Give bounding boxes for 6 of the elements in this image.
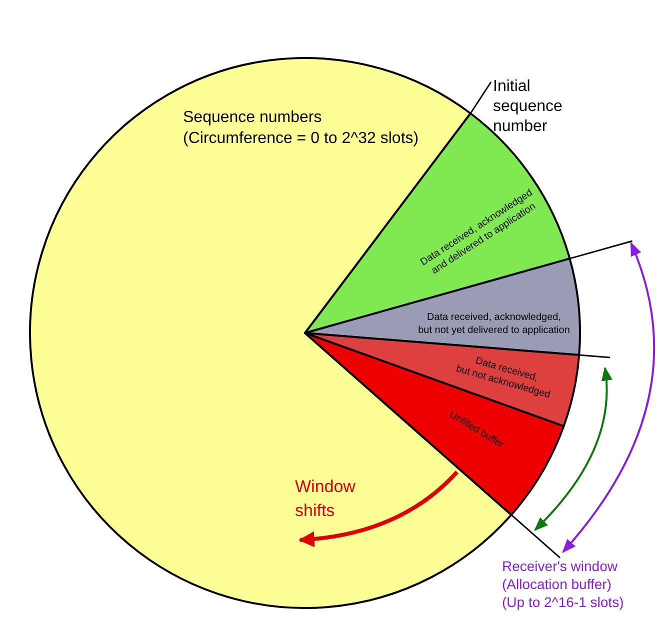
- leader-line: [470, 82, 492, 114]
- annotation-text: Receiver's window (Allocation buffer) (Up to 2^16-1 slots): [502, 558, 624, 610]
- sector-label: Data received, acknowledged, but not yet delivered to application: [418, 312, 570, 336]
- callout-text: Initial sequence number: [493, 78, 562, 135]
- sector-label: Sequence numbers (Circumference = 0 to 2^32 slots): [183, 109, 419, 147]
- annotation-text: Window shifts: [295, 477, 356, 520]
